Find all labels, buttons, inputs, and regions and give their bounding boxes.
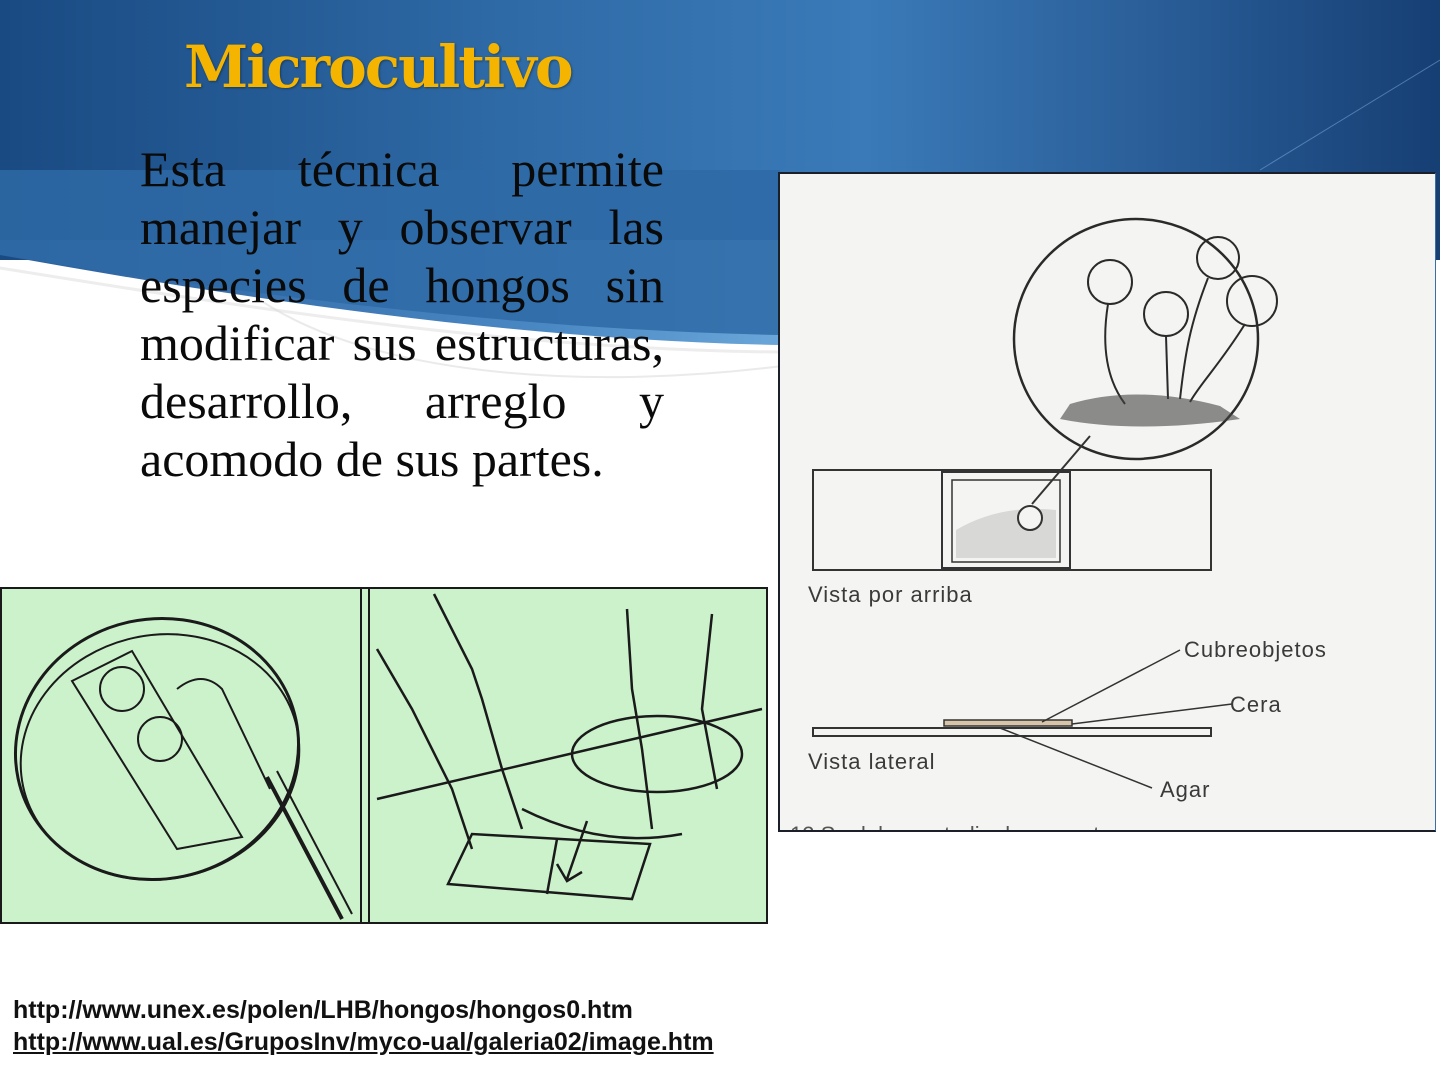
svg-text:12 Se deben estudiar las muest: 12 Se deben estudiar las muestras <box>790 822 1130 832</box>
petri-dish-and-hands-drawing <box>13 616 353 920</box>
label-side-view: Vista lateral <box>808 749 936 774</box>
microculture-steps-illustration <box>0 587 768 924</box>
panel-divider <box>360 589 370 922</box>
slide-title: Microcultivo <box>184 33 574 101</box>
microculture-diagram-illustration: 12 Se deben estudiar las muestras <box>790 217 1278 832</box>
microculture-diagram: 12 Se deben estudiar las muestras Vista … <box>778 172 1436 832</box>
reference-link-ual[interactable]: http://www.ual.es/GruposInv/myco-ual/gal… <box>13 1028 714 1056</box>
label-top-view: Vista por arriba <box>808 582 973 607</box>
references: http://www.unex.es/polen/LHB/hongos/hong… <box>13 994 714 1058</box>
hands-coverslip-drawing <box>375 593 763 901</box>
label-agar: Agar <box>1160 777 1211 802</box>
reference-link-unex[interactable]: http://www.unex.es/polen/LHB/hongos/hong… <box>13 996 633 1024</box>
slide-body-text: Esta técnica permite manejar y observar … <box>140 141 664 487</box>
label-coverslip: Cubreobjetos <box>1184 637 1327 662</box>
label-wax: Cera <box>1230 692 1282 717</box>
